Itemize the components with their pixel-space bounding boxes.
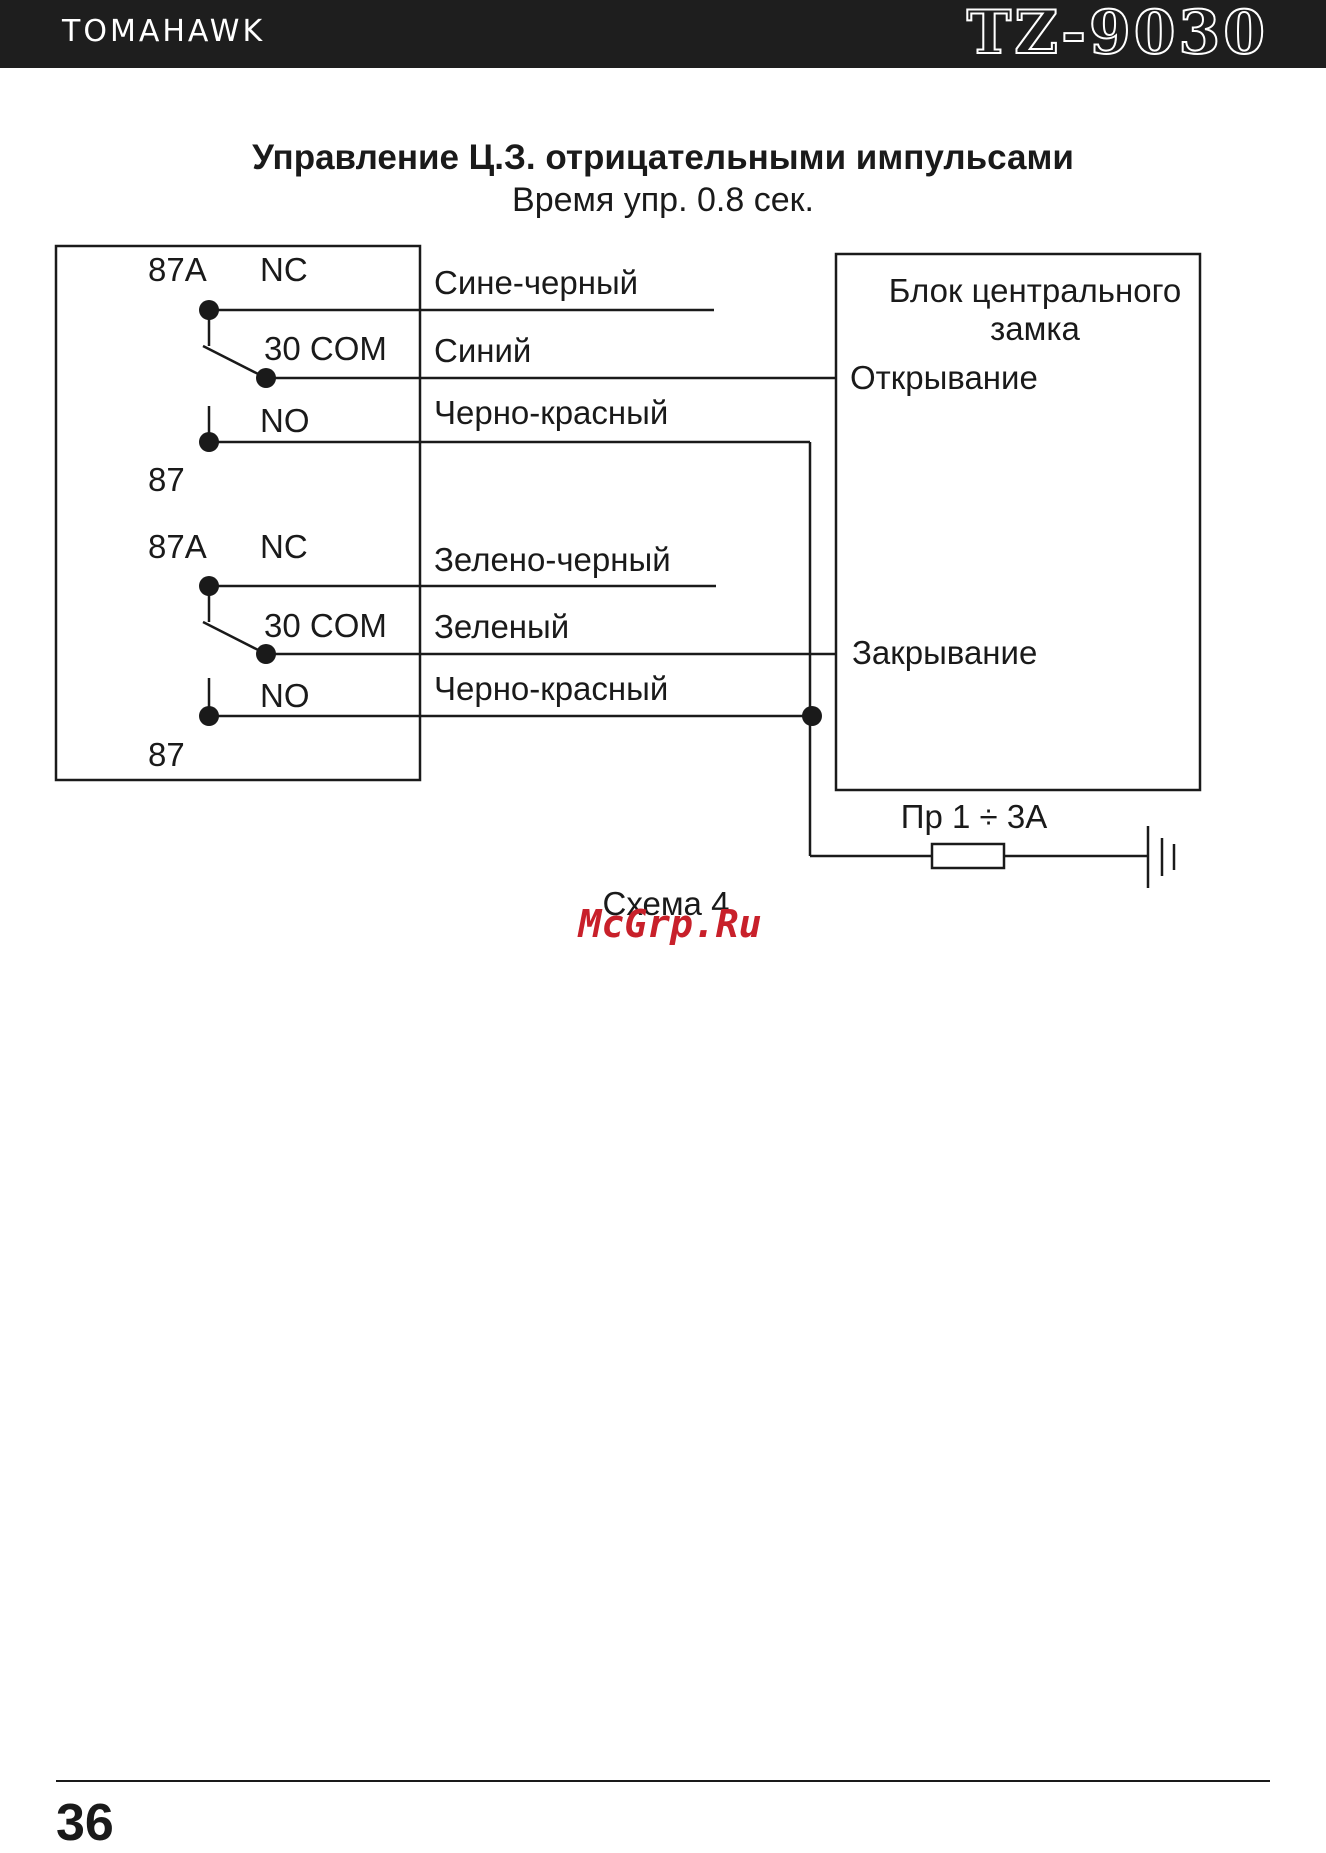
diagram-subtitle: Время упр. 0.8 сек. (512, 181, 814, 219)
wire-label-2: Синий (434, 332, 531, 369)
relay-1-no-label: NO (260, 402, 310, 439)
diagram-caption: Схема 4 (603, 885, 730, 922)
lock-unit-title-2: замка (990, 310, 1080, 347)
relay-1-nc-label: NC (260, 251, 308, 288)
diagram-title: Управление Ц.З. отрицательными импульсам… (252, 138, 1074, 177)
relay-2-no-label: NO (260, 677, 310, 714)
relay-1-nc-terminal (199, 300, 219, 320)
relay-2-contact-arm (202, 620, 267, 656)
junction-dot (802, 706, 822, 726)
relay-1-com-terminal (256, 368, 276, 388)
relay-2-pin-87: 87 (148, 736, 185, 773)
relay-1-com-label: 30 COM (264, 330, 387, 367)
page-number: 36 (56, 1794, 114, 1852)
lock-unit-title-1: Блок центрального (889, 272, 1182, 309)
relay-module-box (54, 244, 422, 782)
fuse-label: Пр 1 ÷ 3А (901, 798, 1047, 835)
relay-2-no-terminal (199, 706, 219, 726)
relay-1-no-terminal (199, 432, 219, 452)
lock-unit-box (834, 252, 1202, 792)
relay-1-pin-87a: 87A (148, 251, 207, 288)
relay-2-nc-label: NC (260, 528, 308, 565)
page-header: TOMAHAWK TZ-9030 (0, 0, 1326, 69)
wire-label-1: Сине-черный (434, 264, 638, 301)
relay-1-pin-87: 87 (148, 461, 185, 498)
model-name: TZ-9030 (966, 0, 1268, 69)
fuse (930, 842, 1006, 870)
wire-label-3: Черно-красный (434, 394, 668, 431)
relay-2-com-terminal (256, 644, 276, 664)
lock-unit-close-label: Закрывание (852, 634, 1037, 671)
watermark: McGrp.Ru (576, 902, 761, 946)
relay-1-contact-arm (202, 344, 267, 380)
wire-label-4: Зелено-черный (434, 541, 671, 578)
wire-label-6: Черно-красный (434, 670, 668, 707)
relay-2-nc-terminal (199, 576, 219, 596)
brand-name: TOMAHAWK (62, 14, 266, 49)
relay-2-pin-87a: 87A (148, 528, 207, 565)
relay-2-com-label: 30 COM (264, 607, 387, 644)
lock-unit-open-label: Открывание (850, 359, 1038, 396)
wire-label-5: Зеленый (434, 608, 569, 645)
footer-divider (56, 1780, 1270, 1782)
